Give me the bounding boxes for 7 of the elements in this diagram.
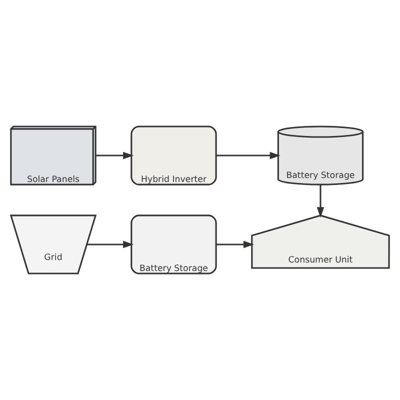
arrow <box>96 152 134 160</box>
node-box: Battery Storage <box>130 214 217 274</box>
arrow <box>86 240 134 248</box>
arrow <box>216 240 254 248</box>
arrow <box>216 152 280 160</box>
arrow <box>316 184 324 218</box>
node-box: Hybrid Inverter <box>130 126 217 186</box>
